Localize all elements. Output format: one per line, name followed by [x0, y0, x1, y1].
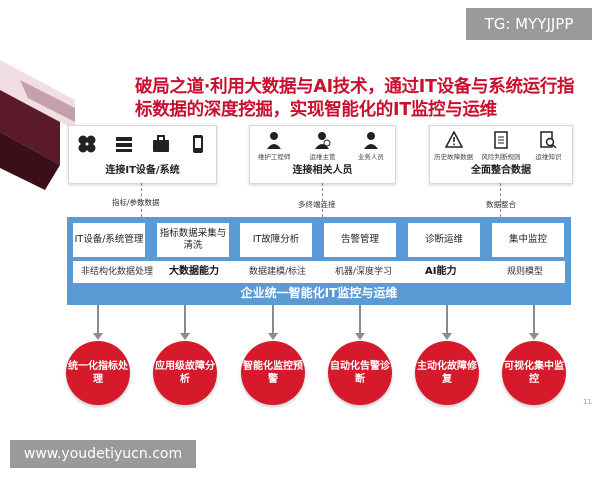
arrow-5 [446, 305, 448, 335]
business-staff-icon: 业务人员 [347, 131, 395, 161]
page-number: 11 [583, 398, 592, 406]
ai-item-rule-model: 规则模型 [507, 267, 544, 277]
knowledge-search-icon: 运维知识 [525, 131, 572, 161]
connector-label-left: 指标/参数数据 [112, 198, 160, 207]
module-fault-analysis: IT故障分析 [240, 223, 312, 257]
arrow-6 [533, 305, 535, 335]
outcome-unified-metrics: 统一化指标处理 [66, 341, 130, 405]
telegram-watermark: TG: MYYJJPP [466, 8, 592, 40]
warning-icon: 历史故障数据 [430, 131, 477, 161]
mobile-device-icon [183, 134, 213, 154]
box-people: 维护工程师 运维主管 业务人员 连接相关人员 [249, 125, 396, 184]
bigdata-capability-label: 大数据能力 [169, 266, 219, 277]
connector-left [141, 183, 142, 217]
outcome-auto-diagnosis: 自动化告警诊断 [328, 341, 392, 405]
arrow-2 [184, 305, 186, 335]
module-central-monitoring: 集中监控 [492, 223, 564, 257]
headline-line-1: 破局之道·利用大数据与AI技术，通过IT设备与系统运行指 [135, 77, 575, 97]
connector-label-middle: 多终端连接 [298, 200, 336, 209]
box-title-people: 连接相关人员 [292, 165, 353, 176]
bigdata-item-modeling: 数据建模/标注 [249, 267, 307, 277]
module-alert-management: 告警管理 [324, 223, 396, 257]
ai-item-learning: 机器/深度学习 [335, 267, 393, 277]
bigdata-item-unstructured: 非结构化数据处理 [81, 267, 154, 277]
arrow-head-3 [268, 333, 278, 340]
outcome-visual-monitoring: 可视化集中监控 [502, 341, 566, 405]
arrow-head-2 [180, 333, 190, 340]
capability-row: 非结构化数据处理 大数据能力 数据建模/标注 机器/深度学习 AI能力 规则模型 [73, 261, 565, 283]
module-diagnosis: 诊断运维 [408, 223, 480, 257]
module-data-collection: 指标数据采集与清洗 [157, 223, 229, 257]
manager-icon: 运维主管 [298, 131, 346, 161]
clover-icon [72, 134, 102, 154]
outcome-smart-warning: 智能化监控预警 [241, 341, 305, 405]
box-title-data: 全面整合数据 [471, 165, 531, 176]
decorative-corner-shapes [0, 60, 75, 190]
platform-title: 企业统一智能化IT监控与运维 [240, 286, 398, 300]
arrow-head-1 [93, 333, 103, 340]
engineer-icon: 维护工程师 [250, 131, 298, 161]
connector-label-right: 数据整合 [486, 200, 516, 209]
box-title-devices: 连接IT设备/系统 [105, 165, 180, 176]
arrow-4 [359, 305, 361, 335]
arrow-1 [97, 305, 99, 335]
arrow-head-4 [355, 333, 365, 340]
outcome-app-fault-analysis: 应用级故障分析 [153, 341, 217, 405]
server-stack-icon [109, 134, 139, 154]
platform-band: IT设备/系统管理 指标数据采集与清洗 IT故障分析 告警管理 诊断运维 集中监… [67, 217, 571, 305]
arrow-head-6 [529, 333, 539, 340]
briefcase-icon [146, 134, 176, 154]
headline-line-2: 标数据的深度挖掘，实现智能化的IT监控与运维 [135, 100, 497, 120]
ai-capability-label: AI能力 [425, 266, 457, 277]
connector-middle [322, 183, 323, 217]
outcome-proactive-repair: 主动化故障修复 [415, 341, 479, 405]
document-icon: 风险判断规则 [477, 131, 524, 161]
box-it-devices: 连接IT设备/系统 [68, 125, 217, 184]
site-watermark: www.youdetiyucn.com [10, 440, 196, 468]
box-data: 历史故障数据 风险判断规则 运维知识 全面整合数据 [429, 125, 573, 184]
module-it-device-management: IT设备/系统管理 [73, 223, 145, 257]
headline: 破局之道·利用大数据与AI技术，通过IT设备与系统运行指 标数据的深度挖掘，实现… [135, 76, 595, 122]
arrow-head-5 [442, 333, 452, 340]
arrow-3 [272, 305, 274, 335]
connector-right [500, 183, 501, 217]
